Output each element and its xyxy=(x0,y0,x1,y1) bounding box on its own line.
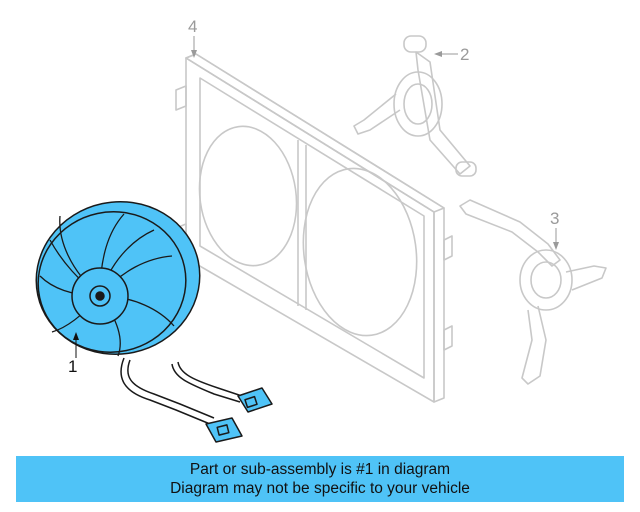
callout-4: 4 xyxy=(188,17,198,36)
cooling-fan-assembly xyxy=(35,200,273,443)
banner-line-1: Part or sub-assembly is #1 in diagram xyxy=(189,461,451,478)
radiator-shroud xyxy=(175,53,453,403)
mount-bracket-upper xyxy=(353,35,477,177)
connector-plug-lower xyxy=(205,417,243,443)
banner-line-2: Diagram may not be specific to your vehi… xyxy=(170,480,470,497)
callout-leaders xyxy=(73,36,559,358)
parts-diagram xyxy=(35,35,607,443)
callout-2: 2 xyxy=(460,45,470,64)
mount-bracket-lower xyxy=(459,199,607,385)
callout-3: 3 xyxy=(550,209,560,228)
callout-1: 1 xyxy=(68,357,78,376)
info-banner: Part or sub-assembly is #1 in diagram Di… xyxy=(16,456,624,502)
connector-plug-upper xyxy=(237,387,273,413)
